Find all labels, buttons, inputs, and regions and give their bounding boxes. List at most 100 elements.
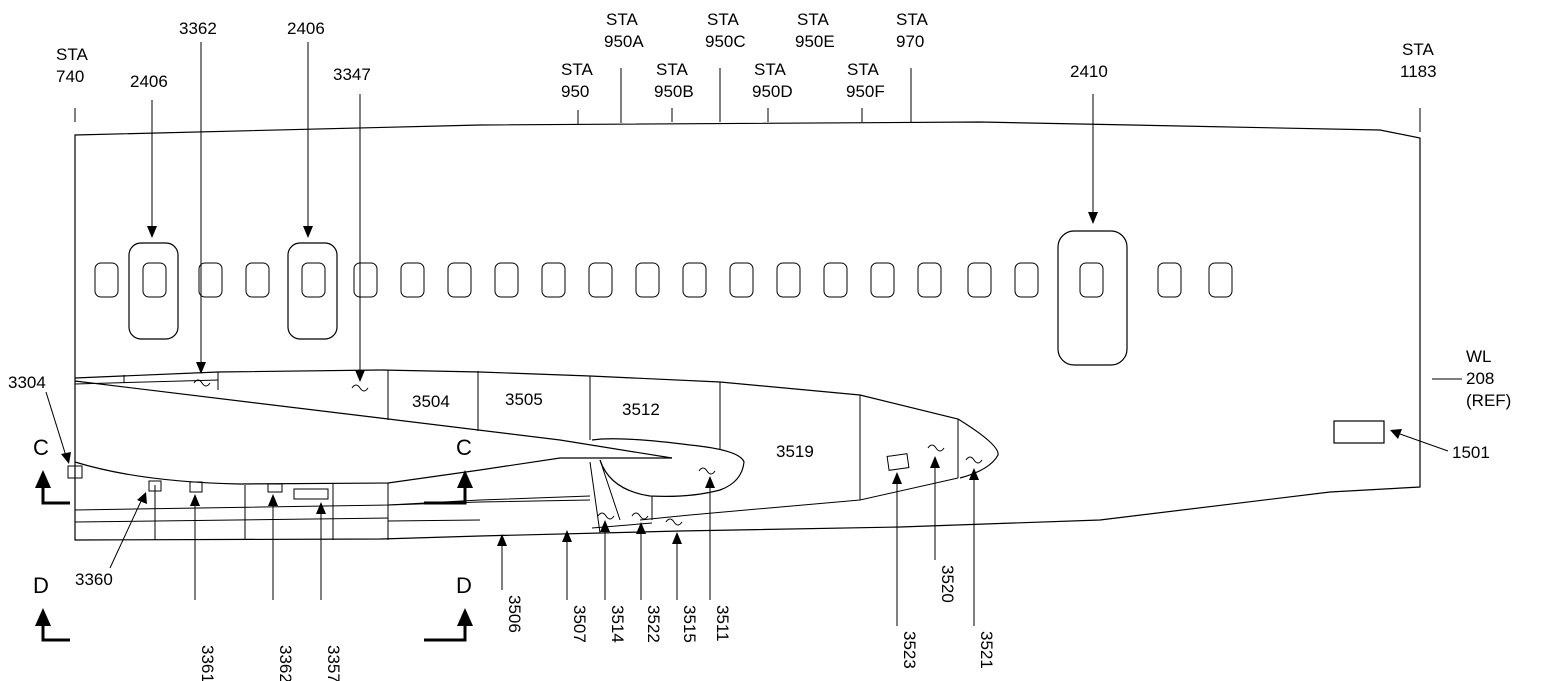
zone-label-3512: 3512	[622, 400, 660, 419]
panel-3361-shape	[189, 481, 203, 493]
squiggle-3362	[193, 379, 211, 387]
label-3521: 3521	[977, 631, 996, 669]
station-label-740-line2: 740	[56, 67, 84, 86]
panel-3357-shape	[293, 488, 329, 500]
section-marker-d-left: D	[33, 573, 70, 642]
waterline-reference: WL 208 (REF)	[1432, 347, 1511, 410]
window	[245, 262, 270, 298]
station-label-950b-line1: STA	[656, 60, 688, 79]
zone-label-3505: 3505	[505, 390, 543, 409]
window	[917, 262, 942, 298]
squiggle-3347	[351, 384, 369, 392]
label-3522: 3522	[644, 605, 663, 643]
section-marker-c-right: C	[424, 435, 473, 505]
label-3361: 3361	[198, 645, 217, 681]
waterline-label-line1: WL	[1466, 347, 1492, 366]
label-3362-top: 3362	[179, 19, 217, 38]
section-letter-d-left: D	[33, 573, 49, 598]
station-label-950c-line2: 950C	[705, 32, 746, 51]
exit-door-2406-aft	[287, 242, 338, 340]
window	[1157, 262, 1182, 298]
exit-door-2410	[1057, 230, 1128, 366]
station-ticks	[74, 68, 1421, 132]
station-label-950d-line1: STA	[754, 60, 786, 79]
station-label-950-line1: STA	[561, 60, 593, 79]
section-letter-c-right: C	[456, 435, 472, 460]
station-label-970-line2: 970	[896, 32, 924, 51]
label-3511: 3511	[713, 605, 732, 642]
small-access-panels	[67, 379, 1385, 526]
window	[588, 262, 613, 298]
station-label-950c-line1: STA	[707, 10, 739, 29]
zone-label-3504: 3504	[412, 392, 450, 411]
station-label-950f-line1: STA	[847, 60, 879, 79]
window-row	[94, 262, 1233, 298]
window	[635, 262, 660, 298]
label-3514: 3514	[608, 605, 627, 643]
window	[823, 262, 848, 298]
label-3515: 3515	[680, 605, 699, 643]
window	[729, 262, 754, 298]
section-letter-d-right: D	[456, 573, 472, 598]
section-marker-d-right: D	[424, 573, 473, 642]
section-letter-c-left: C	[33, 435, 49, 460]
squiggle-3515	[665, 518, 683, 526]
label-3360: 3360	[75, 570, 113, 589]
window	[447, 262, 472, 298]
station-label-950e-line2: 950E	[795, 32, 835, 51]
label-1501: 1501	[1452, 443, 1490, 462]
station-label-970-line1: STA	[896, 10, 928, 29]
label-3362-bottom: 3362	[276, 645, 295, 681]
zone-labels: 3504 3505 3512 3519	[412, 390, 814, 461]
access-labels: 2406 2406 2410 3362 3347 3304 3360 1501 …	[8, 19, 1490, 681]
panel-3360-shape	[148, 480, 162, 492]
station-label-950b-line2: 950B	[654, 82, 694, 101]
label-2410: 2410	[1070, 62, 1108, 81]
window	[353, 262, 378, 298]
panel-3362-shape	[267, 483, 283, 493]
station-label-740-line1: STA	[56, 45, 88, 64]
window	[142, 262, 167, 298]
squiggle-3521	[965, 456, 983, 464]
window	[1079, 262, 1104, 298]
fuselage-outline	[74, 121, 1421, 541]
window	[776, 262, 801, 298]
panel-3304-shape	[67, 465, 83, 479]
station-labels: STA 740 STA 950 STA 950A STA 950B STA 95…	[56, 10, 1437, 101]
window	[198, 262, 223, 298]
section-marker-c-left: C	[33, 435, 70, 505]
window	[541, 262, 566, 298]
station-label-950-line2: 950	[561, 82, 589, 101]
panel-1501-shape	[1333, 420, 1385, 444]
window	[94, 262, 119, 298]
station-label-1183-line2: 1183	[1400, 62, 1437, 81]
station-label-950a-line2: 950A	[604, 32, 644, 51]
station-label-950a-line1: STA	[606, 10, 638, 29]
window	[1014, 262, 1039, 298]
zone-label-3519: 3519	[776, 442, 814, 461]
waterline-label-line2: 208	[1466, 369, 1494, 388]
window	[682, 262, 707, 298]
window	[301, 262, 326, 298]
window	[870, 262, 895, 298]
squiggle-3522	[631, 512, 649, 520]
station-label-1183-line1: STA	[1402, 40, 1434, 59]
waterline-label-line3: (REF)	[1466, 391, 1511, 410]
label-2406-fwd: 2406	[130, 72, 168, 91]
window	[967, 262, 992, 298]
station-label-950f-line2: 950F	[846, 82, 885, 101]
panel-3523-shape	[886, 453, 910, 471]
label-2406-aft: 2406	[287, 19, 325, 38]
station-label-950d-line2: 950D	[752, 82, 793, 101]
label-3507: 3507	[570, 605, 589, 643]
window	[494, 262, 519, 298]
exit-door-2406-fwd	[128, 242, 179, 340]
squiggle-3511	[698, 467, 716, 475]
wing-structure	[74, 369, 999, 540]
squiggle-3520	[927, 444, 945, 452]
label-3304: 3304	[8, 373, 46, 392]
leader-lines	[45, 42, 1449, 626]
label-3357: 3357	[324, 645, 343, 681]
label-3523: 3523	[900, 631, 919, 669]
